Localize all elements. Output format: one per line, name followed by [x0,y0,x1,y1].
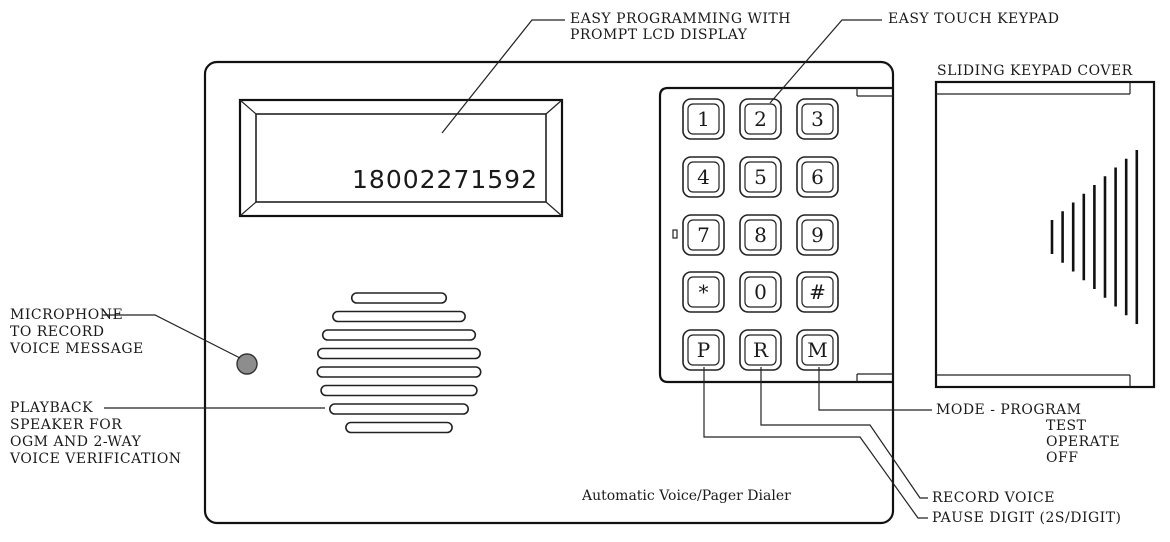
callout-spk-line4: VOICE VERIFICATION [9,451,182,467]
lcd-display: 18002271592 [238,98,564,218]
speaker-slat [329,403,469,415]
key-0[interactable]: 0 [739,271,782,313]
callout-mode-line4: OFF [1046,450,1078,466]
callout-cover: SLIDING KEYPAD COVER [937,63,1133,79]
key-m[interactable]: M [796,329,839,371]
microphone-hole [236,353,258,375]
callout-lcd-line2: PROMPT LCD DISPLAY [570,27,748,43]
key-label: 5 [754,165,767,189]
key-5[interactable]: 5 [739,156,782,198]
callout-microphone: MICROPHONE TO RECORD VOICE MESSAGE [9,307,144,357]
callout-mode-line1: MODE - PROGRAM [936,402,1082,418]
callout-lcd-line1: EASY PROGRAMMING WITH [570,11,791,27]
key-label: 8 [754,223,767,247]
key-label: P [697,338,710,362]
speaker-slat [350,292,448,304]
key-label: M [807,338,827,362]
key-8[interactable]: 8 [739,214,782,256]
speaker-slat [332,310,466,323]
device-body [203,60,895,525]
callout-spk-line1: PLAYBACK [10,400,93,416]
key-label: 6 [811,165,824,189]
product-label: Automatic Voice/Pager Dialer [581,488,791,504]
key-label: 4 [697,165,710,189]
key-label: 7 [697,223,710,247]
key-6[interactable]: 6 [796,156,839,198]
speaker-grille [316,292,482,434]
key-label: # [809,280,826,304]
key-2[interactable]: 2 [739,98,782,140]
key-label: 2 [754,107,767,131]
key-9[interactable]: 9 [796,214,839,256]
callout-speaker: PLAYBACK SPEAKER FOR OGM AND 2-WAY VOICE… [9,400,182,467]
speaker-slat [321,329,477,341]
callout-mode-line3: OPERATE [1046,434,1120,450]
key-label: 3 [811,107,824,131]
key-7[interactable]: 7 [682,214,725,256]
key-1[interactable]: 1 [682,98,725,140]
speaker-slat [320,384,478,397]
callout-mode-line2: TEST [1046,418,1087,434]
key-label: 9 [811,223,824,247]
lcd-readout: 18002271592 [352,165,538,194]
speaker-slat [317,347,481,360]
key-p[interactable]: P [682,329,725,371]
key-4[interactable]: 4 [682,156,725,198]
key-3[interactable]: 3 [796,98,839,140]
speaker-slat [316,366,482,378]
callout-record-voice: RECORD VOICE [932,490,1055,506]
speaker-slat [345,421,453,434]
sliding-keypad-cover [934,80,1156,389]
callout-spk-line3: OGM AND 2-WAY [10,434,142,450]
key-star[interactable]: * [682,271,725,313]
key-label: 0 [754,280,767,304]
callout-spk-line2: SPEAKER FOR [10,417,122,433]
cover-grip-lines [1050,150,1139,324]
keypad-panel [658,86,893,384]
key-label: 1 [697,107,710,131]
key-label: R [753,338,769,362]
callout-keypad: EASY TOUCH KEYPAD [888,11,1060,27]
leader-lines [102,19,932,519]
key-r[interactable]: R [739,329,782,371]
callout-pause-digit: PAUSE DIGIT (2S/DIGIT) [932,510,1122,526]
key-label: * [699,280,709,304]
callout-lcd: EASY PROGRAMMING WITH PROMPT LCD DISPLAY [570,11,791,43]
callout-mode: MODE - PROGRAM TEST OPERATE OFF [936,402,1120,466]
key-hash[interactable]: # [796,271,839,313]
callout-mic-line1: MICROPHONE [10,307,123,323]
callout-mic-line3: VOICE MESSAGE [9,341,144,357]
callout-mic-line2: TO RECORD [10,324,104,340]
keypad-keys: 1 2 3 4 5 6 7 8 9 * 0 # P R M [682,98,839,371]
